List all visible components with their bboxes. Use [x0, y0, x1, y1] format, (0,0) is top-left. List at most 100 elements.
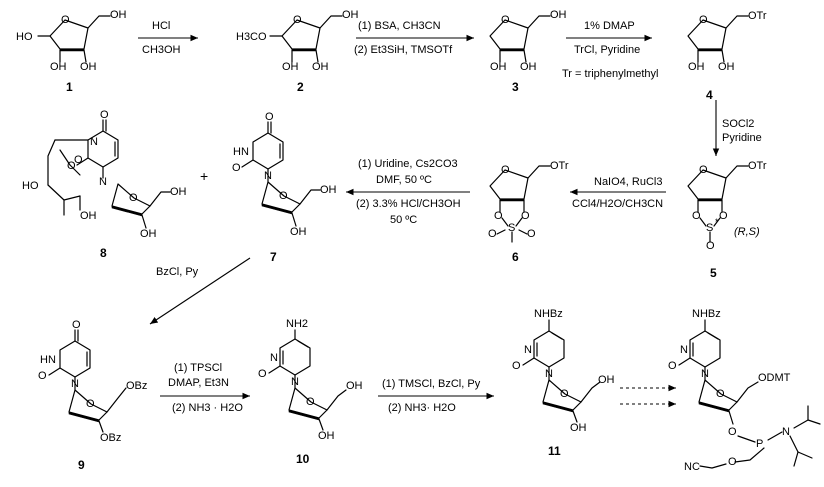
c8-ring-o: O: [129, 192, 138, 204]
step9-reagent-a: (1) TMSCl, BzCl, Py: [382, 378, 481, 390]
step8-reagent-c: (2) NH3 · H2O: [172, 402, 243, 414]
final-n-top: N: [680, 344, 688, 356]
c10-ring-o: O: [306, 396, 315, 408]
c7-o-left: O: [232, 162, 241, 174]
step2-reagent-b: (2) Et3SiH, TMSOTf: [354, 44, 453, 56]
c1-ring-o: O: [61, 14, 70, 26]
compound-3-label: 3: [512, 80, 519, 94]
c4-oh-left: OH: [688, 61, 705, 73]
c9-n: N: [71, 378, 79, 390]
c3-oh-right: OH: [520, 61, 537, 73]
c8-oh-bottom-left: OH: [80, 210, 97, 222]
c11-n: N: [545, 368, 553, 380]
step5-reagent-a: NaIO4, RuCl3: [594, 176, 663, 188]
c7-ring-o: O: [279, 190, 288, 202]
final-o-left: O: [668, 360, 677, 372]
step7-reagent: BzCl, Py: [156, 266, 199, 278]
final-o-ce: O: [728, 456, 737, 468]
c8-o-left: O: [67, 160, 76, 172]
c11-o-left: O: [512, 360, 521, 372]
c7-oh-top: OH: [320, 184, 337, 196]
step1-reagent: HCl: [152, 20, 171, 32]
phosphoramidite-structure: [678, 319, 821, 469]
final-p: P: [756, 438, 764, 450]
c3-oh-top: OH: [550, 9, 567, 21]
compound-2-structure: [269, 15, 343, 63]
c8-oh-top-right: OH: [170, 186, 187, 198]
c5-o-left: O: [692, 210, 701, 222]
c1-ho-left: HO: [16, 31, 33, 43]
c3-ring-o: O: [501, 14, 510, 26]
c5-ring-o: O: [699, 164, 708, 176]
plus-sign: +: [200, 168, 209, 184]
compound-1-structure: [37, 15, 111, 63]
c9-hn: HN: [40, 354, 56, 366]
c11-ring-o: O: [560, 388, 569, 400]
c9-obz-top: OBz: [126, 380, 148, 392]
c4-otr: OTr: [748, 10, 767, 22]
step4-reagent-b: Pyridine: [722, 132, 762, 144]
c6-o-sleft: O: [488, 228, 497, 240]
c4-oh-right: OH: [718, 61, 735, 73]
trityl-note: Tr = triphenylmethyl: [562, 68, 659, 80]
final-n-amine: N: [782, 426, 790, 438]
step6-reagent-c: (2) 3.3% HCl/CH3OH: [356, 198, 461, 210]
compound-2-label: 2: [297, 80, 304, 94]
compound-8-structure: [47, 119, 171, 229]
c10-o-left: O: [258, 368, 267, 380]
c10-n: N: [291, 376, 299, 388]
c7-o-top: O: [265, 111, 274, 123]
compound-7-structure: [241, 121, 321, 227]
compound-11-structure: [522, 319, 601, 423]
c11-n-top: N: [524, 344, 532, 356]
c2-oh-left: OH: [282, 61, 299, 73]
final-n: N: [701, 368, 709, 380]
c9-o-top: O: [72, 319, 81, 331]
c1-oh-top: OH: [110, 9, 127, 21]
c5-otr: OTr: [748, 160, 767, 172]
c10-nh2: NH2: [286, 318, 309, 330]
c7-hn: HN: [233, 146, 249, 158]
c8-o-top: O: [100, 109, 109, 121]
c6-o-left: O: [494, 210, 503, 222]
c5-rs: (R,S): [734, 226, 760, 238]
step5-reagent-b: CCl4/H2O/CH3CN: [572, 198, 664, 210]
c8-n-upper: N: [90, 136, 98, 148]
c6-o-right: O: [521, 210, 530, 222]
final-o-3: O: [728, 426, 737, 438]
step6-reagent-d: 50 ºC: [390, 214, 418, 226]
c1-oh-right: OH: [80, 61, 97, 73]
c6-s: S: [508, 222, 516, 234]
c5-o-right: O: [719, 210, 728, 222]
compound-9-structure: [48, 329, 127, 433]
compound-5-structure: [687, 165, 749, 243]
c6-ring-o: O: [501, 164, 510, 176]
c2-oh-right: OH: [312, 61, 329, 73]
c10-n-top: N: [270, 352, 278, 364]
c4-ring-o: O: [699, 14, 708, 26]
compound-7-label: 7: [270, 250, 277, 264]
compound-5-label: 5: [710, 266, 717, 280]
step8-reagent-b: DMAP, Et3N: [168, 377, 229, 389]
step3-reagent-a: 1% DMAP: [584, 20, 635, 32]
step3-reagent-b: TrCl, Pyridine: [574, 44, 641, 56]
c6-o-sright: O: [527, 228, 536, 240]
c3-oh-left: OH: [490, 61, 507, 73]
step8-reagent-a: (1) TPSCl: [174, 362, 223, 374]
compound-1-label: 1: [66, 80, 73, 94]
compound-6-label: 6: [512, 250, 519, 264]
step2-reagent-a: (1) BSA, CH3CN: [358, 20, 441, 32]
c10-oh-bottom: OH: [318, 430, 335, 442]
c10-oh-top: OH: [346, 380, 363, 392]
c6-otr: OTr: [550, 160, 569, 172]
c2-oh-top: OH: [342, 9, 359, 21]
c5-s: S: [706, 222, 714, 234]
c5-o-bottom: O: [706, 240, 715, 252]
final-nhbz: NHBz: [692, 308, 721, 320]
compound-11-label: 11: [548, 444, 561, 458]
c2-h3co: H3CO: [236, 31, 267, 43]
compound-8-label: 8: [100, 246, 107, 260]
c5-stereo-star: *: [715, 217, 719, 227]
arrow-7-to-9: [149, 257, 251, 325]
